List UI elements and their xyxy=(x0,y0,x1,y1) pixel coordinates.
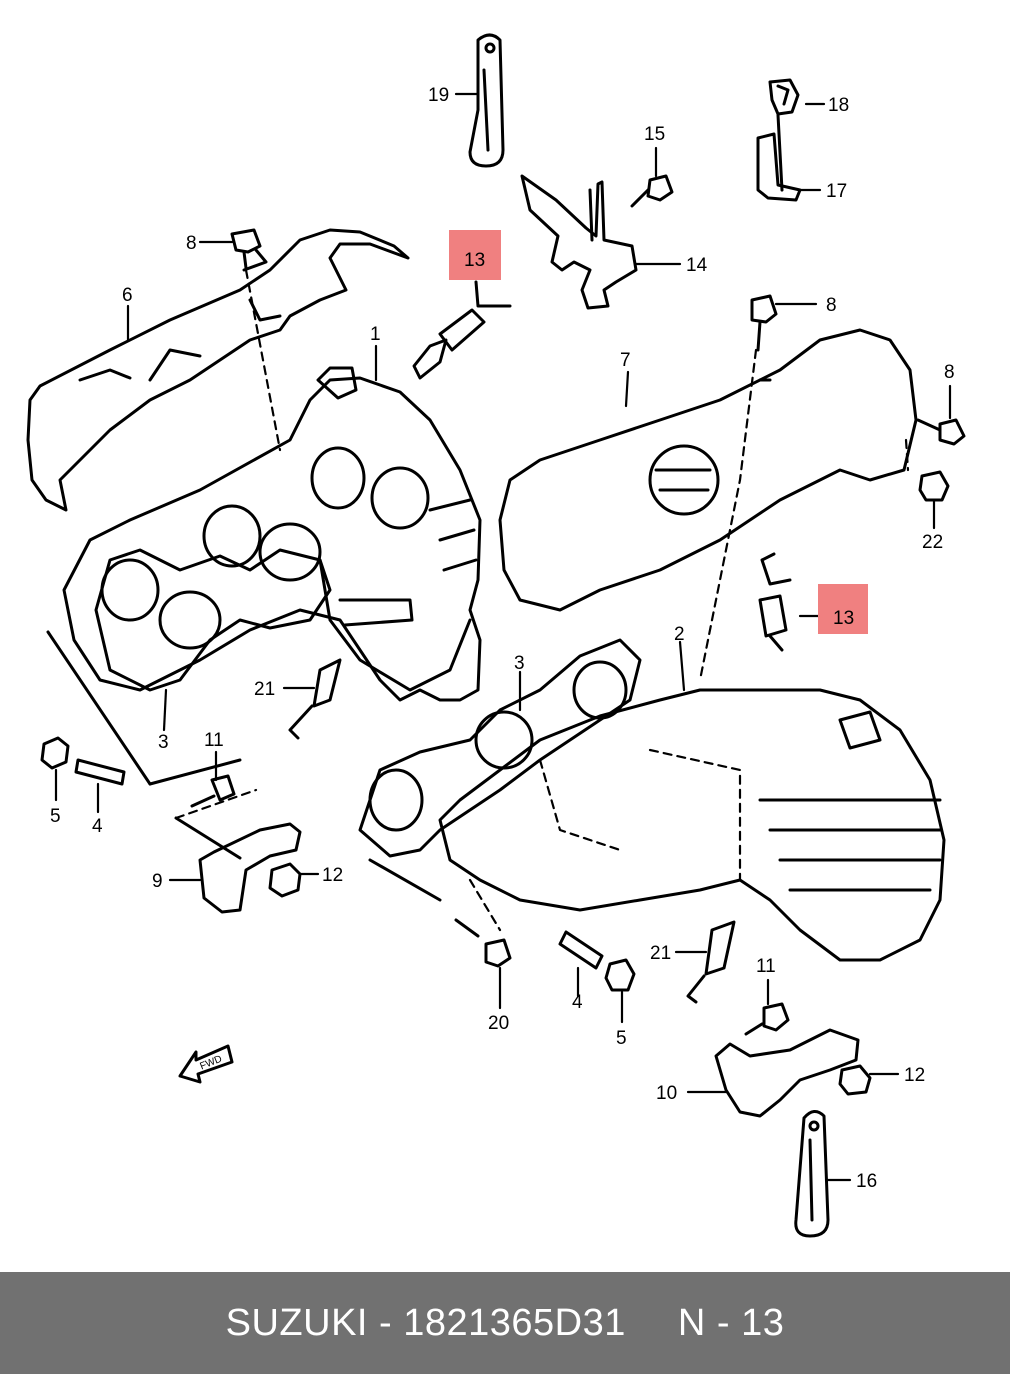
heat-shield-6 xyxy=(26,228,410,512)
bracket-16 xyxy=(794,1110,830,1238)
callout-4-right: 4 xyxy=(572,992,583,1013)
callout-16: 16 xyxy=(856,1171,877,1192)
highlight-13-top xyxy=(449,230,501,280)
footer-bar: SUZUKI - 1821365D31 N - 13 xyxy=(0,1272,1010,1374)
oxygen-sensor-13-right xyxy=(758,552,792,652)
callout-21-left: 21 xyxy=(254,679,275,700)
callout-2: 2 xyxy=(674,624,685,645)
bolt-8-left xyxy=(230,228,262,270)
nut-5-left xyxy=(40,736,70,770)
bracket-14 xyxy=(520,174,638,310)
bolt-11-right xyxy=(744,1002,790,1036)
clip-18 xyxy=(768,78,800,116)
gasket-3-left xyxy=(46,548,332,786)
callout-3-right: 3 xyxy=(514,653,525,674)
bolt-20 xyxy=(454,918,512,968)
oxygen-sensor-13-top xyxy=(412,280,512,380)
gasket-3-right xyxy=(358,638,642,902)
part-number-text: SUZUKI - 1821365D31 xyxy=(225,1301,626,1344)
bracket-9 xyxy=(174,816,302,914)
callout-9: 9 xyxy=(152,871,163,892)
callout-10: 10 xyxy=(656,1083,677,1104)
bracket-10 xyxy=(714,1028,860,1118)
callout-6: 6 xyxy=(122,285,133,306)
callout-11-left: 11 xyxy=(204,730,224,751)
callout-8-center: 8 xyxy=(826,295,837,316)
nut-5-right xyxy=(604,958,636,992)
reference-text: N - 13 xyxy=(677,1301,785,1344)
callout-12-left: 12 xyxy=(322,865,343,886)
callout-5-left: 5 xyxy=(50,806,61,827)
fwd-arrow-icon xyxy=(178,1044,234,1084)
callout-18: 18 xyxy=(828,95,849,116)
sensor-21-right xyxy=(686,920,736,1004)
heat-shield-7 xyxy=(498,328,918,612)
callout-19: 19 xyxy=(428,85,449,106)
callout-22: 22 xyxy=(922,532,943,553)
bolt-8-right xyxy=(916,418,966,446)
stud-4-left xyxy=(74,758,126,786)
callout-21-right: 21 xyxy=(650,943,671,964)
callout-20: 20 xyxy=(488,1013,509,1034)
exhaust-manifold-2 xyxy=(438,688,946,962)
callout-15: 15 xyxy=(644,124,665,145)
bolt-8-center xyxy=(750,294,778,352)
callout-13-right: 13 xyxy=(833,608,854,629)
dashed-leader-lines xyxy=(174,268,910,932)
sensor-21-left xyxy=(288,658,342,740)
callout-14: 14 xyxy=(686,255,708,276)
exhaust-manifold-1 xyxy=(62,366,482,702)
callout-5-right: 5 xyxy=(616,1028,627,1049)
nut-22 xyxy=(918,470,950,502)
callout-labels: 19 18 17 15 14 13 8 6 1 8 7 8 22 13 2 3 … xyxy=(50,85,955,1192)
callout-13-top: 13 xyxy=(464,250,485,271)
callout-1: 1 xyxy=(370,324,381,345)
nut-12-right xyxy=(838,1064,872,1096)
highlight-13-right xyxy=(818,584,868,634)
stud-4-right xyxy=(558,930,604,970)
callout-8-right: 8 xyxy=(944,362,955,383)
nut-12-left xyxy=(268,862,302,898)
callout-3-left: 3 xyxy=(158,732,169,753)
exhaust-manifold-diagram: 19 18 17 15 14 13 8 6 1 8 7 8 22 13 2 3 … xyxy=(26,33,966,1238)
bracket-19 xyxy=(468,33,505,168)
bolt-15 xyxy=(630,174,674,208)
callout-7: 7 xyxy=(620,350,631,371)
callout-8-left: 8 xyxy=(186,233,197,254)
callout-leaders xyxy=(54,92,952,1182)
callout-11-right: 11 xyxy=(756,956,776,977)
bracket-17 xyxy=(756,113,802,202)
bolt-11-left xyxy=(190,774,236,808)
callout-17: 17 xyxy=(826,181,847,202)
callout-12-right: 12 xyxy=(904,1065,925,1086)
callout-4-left: 4 xyxy=(92,816,103,837)
